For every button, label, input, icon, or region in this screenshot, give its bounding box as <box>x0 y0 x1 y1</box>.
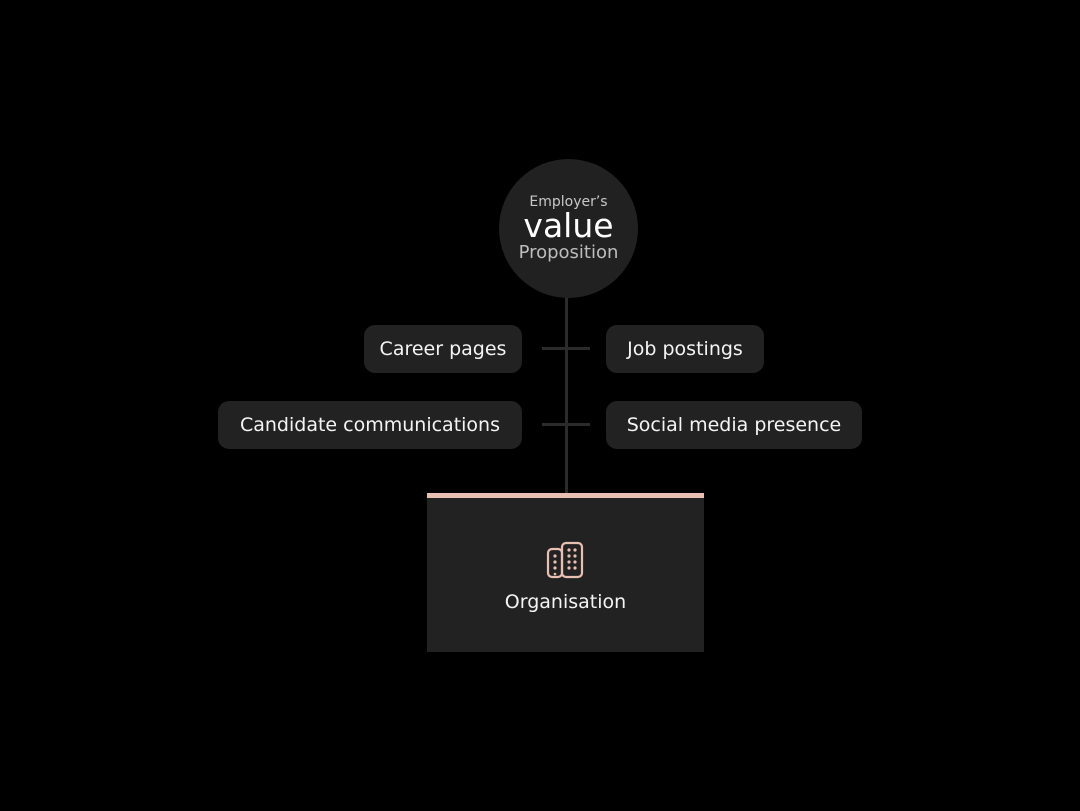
channel-job-postings: Job postings <box>606 325 764 373</box>
vp-line-employers: Employer’s <box>529 194 608 210</box>
connector-tick-row-1 <box>542 347 590 350</box>
channel-social-media-presence: Social media presence <box>606 401 862 449</box>
organisation-accent-bar <box>427 493 704 498</box>
vertical-connector <box>565 290 568 496</box>
organisation-label: Organisation <box>504 591 627 613</box>
vp-line-proposition: Proposition <box>518 242 619 263</box>
buildings-icon <box>546 541 586 581</box>
vp-line-value: value <box>523 206 614 245</box>
connector-tick-row-2 <box>542 423 590 426</box>
value-proposition-node: Employer’s value Proposition <box>499 159 638 298</box>
channel-career-pages: Career pages <box>364 325 522 373</box>
channel-candidate-communications: Candidate communications <box>218 401 522 449</box>
organisation-node: Organisation <box>427 493 704 652</box>
